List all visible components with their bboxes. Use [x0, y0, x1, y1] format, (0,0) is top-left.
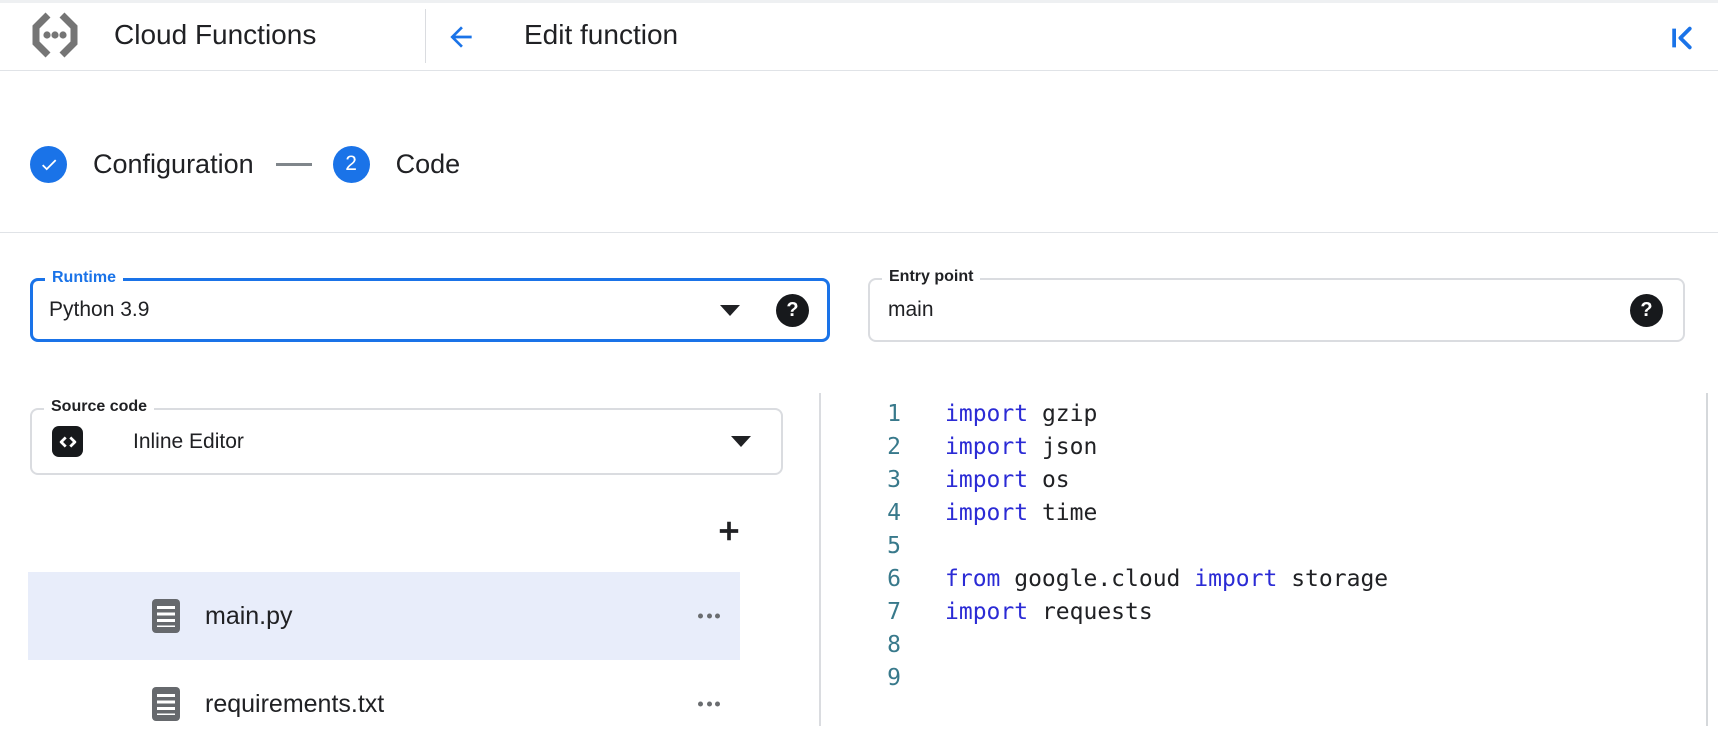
dropdown-arrow-icon	[731, 436, 751, 447]
file-list: main.py requirements.txt	[28, 572, 740, 748]
runtime-select[interactable]: Runtime Python 3.9 ?	[30, 269, 830, 342]
runtime-help-icon[interactable]: ?	[776, 293, 809, 327]
step-complete-check-icon	[30, 145, 67, 183]
line-number: 4	[887, 499, 901, 526]
window-top-edge	[0, 0, 1718, 3]
code-text: import time	[945, 499, 1098, 526]
back-button[interactable]	[444, 20, 478, 54]
code-editor[interactable]: 1 import gzip 2 import json 3 import os 4 impor…	[821, 397, 1701, 694]
step-label: Configuration	[93, 148, 254, 179]
line-number: 5	[887, 532, 901, 559]
code-text: import requests	[945, 598, 1153, 625]
code-text: from google.cloud import storage	[945, 565, 1389, 592]
code-text: import json	[945, 433, 1098, 460]
cloud-functions-logo-icon	[32, 12, 78, 58]
more-options-button[interactable]	[696, 606, 722, 627]
inline-editor-icon	[52, 426, 83, 457]
line-number: 9	[887, 664, 901, 691]
runtime-value: Python 3.9	[49, 298, 150, 321]
runtime-label: Runtime	[45, 269, 123, 287]
source-code-value: Inline Editor	[133, 429, 244, 453]
plus-icon	[719, 521, 739, 541]
code-text: import os	[945, 466, 1070, 493]
line-number: 6	[887, 565, 901, 592]
code-line: 9	[821, 661, 1701, 694]
file-name: main.py	[205, 601, 293, 630]
entry-point-field: Entry point ?	[868, 268, 1685, 342]
step-number-badge: 2	[332, 145, 370, 183]
source-code-label: Source code	[44, 398, 155, 416]
code-text: import gzip	[945, 400, 1098, 427]
dropdown-arrow-icon	[720, 304, 740, 316]
code-line: 8	[821, 628, 1701, 661]
step-configuration[interactable]: Configuration	[30, 145, 254, 183]
wizard-stepper: Configuration 2 Code	[30, 145, 460, 183]
file-name: requirements.txt	[205, 689, 385, 718]
app-header: Cloud Functions Edit function	[0, 3, 1718, 71]
entry-point-label: Entry point	[882, 268, 981, 286]
product-title: Cloud Functions	[114, 19, 317, 50]
add-file-button[interactable]	[709, 511, 749, 551]
code-line: 6 from google.cloud import storage	[821, 562, 1701, 595]
code-line: 2 import json	[821, 430, 1701, 463]
step-label: Code	[395, 148, 461, 179]
step-connector	[275, 162, 312, 166]
line-number: 3	[887, 466, 901, 493]
code-line: 3 import os	[821, 463, 1701, 496]
code-line: 4 import time	[821, 496, 1701, 529]
entry-point-help-icon[interactable]: ?	[1630, 293, 1663, 327]
code-line: 5	[821, 529, 1701, 562]
page-title: Edit function	[524, 19, 679, 50]
collapse-left-icon	[1672, 26, 1692, 50]
file-document-icon	[152, 687, 180, 721]
line-number: 8	[887, 631, 901, 658]
line-number: 2	[887, 433, 901, 460]
line-number: 1	[887, 400, 901, 427]
header-divider	[425, 9, 426, 63]
line-number: 7	[887, 598, 901, 625]
file-document-icon	[152, 599, 180, 633]
source-code-select[interactable]: Source code Inline Editor	[30, 398, 783, 475]
collapse-panel-button[interactable]	[1664, 21, 1698, 55]
file-row[interactable]: main.py	[28, 572, 740, 660]
arrow-back-icon	[450, 26, 472, 48]
step-code[interactable]: 2 Code	[332, 145, 461, 183]
file-row[interactable]: requirements.txt	[28, 660, 740, 748]
code-line: 7 import requests	[821, 595, 1701, 628]
code-line: 1 import gzip	[821, 397, 1701, 430]
entry-point-input[interactable]	[888, 298, 1630, 322]
panel-divider	[819, 393, 821, 726]
section-divider	[0, 232, 1718, 233]
more-options-button[interactable]	[696, 694, 722, 715]
editor-scrollbar[interactable]	[1706, 393, 1708, 726]
